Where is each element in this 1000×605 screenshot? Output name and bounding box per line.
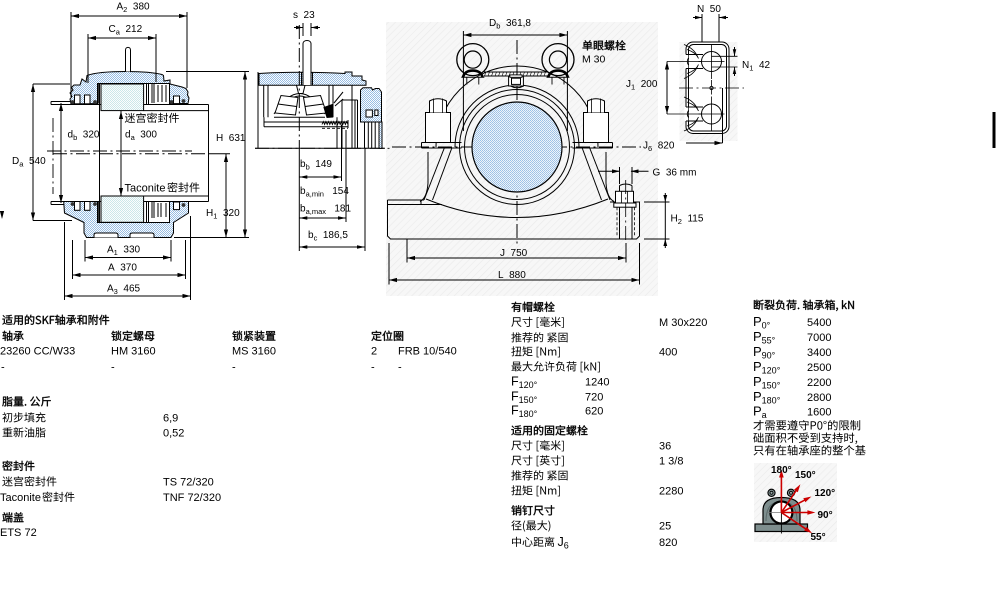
svg-text:bc 186,5: bc 186,5 bbox=[308, 230, 348, 243]
svg-text:ba,max 181: ba,max 181 bbox=[300, 204, 351, 217]
svg-text:620: 620 bbox=[585, 406, 603, 418]
svg-text:TNF 72/320: TNF 72/320 bbox=[163, 492, 221, 504]
svg-text:bb 149: bb 149 bbox=[300, 159, 332, 172]
svg-text:-: - bbox=[111, 362, 115, 374]
svg-text:da 300: da 300 bbox=[125, 130, 157, 143]
svg-text:Db 361,8: Db 361,8 bbox=[489, 18, 531, 31]
svg-text:2200: 2200 bbox=[807, 377, 831, 389]
svg-text:90°: 90° bbox=[818, 510, 833, 521]
svg-text:H1 320: H1 320 bbox=[206, 208, 240, 221]
svg-text:2800: 2800 bbox=[807, 392, 831, 404]
svg-text:Da 540: Da 540 bbox=[12, 156, 46, 169]
svg-text:1600: 1600 bbox=[807, 407, 831, 419]
svg-text:ba,min 154: ba,min 154 bbox=[300, 186, 349, 199]
svg-text:6,9: 6,9 bbox=[163, 413, 178, 425]
svg-text:MS 3160: MS 3160 bbox=[232, 346, 276, 358]
svg-text:A3 465: A3 465 bbox=[107, 284, 141, 297]
svg-text:A1 330: A1 330 bbox=[107, 245, 141, 258]
svg-text:3400: 3400 bbox=[807, 347, 831, 359]
svg-text:150°: 150° bbox=[795, 470, 816, 481]
svg-text:H2 115: H2 115 bbox=[671, 214, 704, 227]
svg-text:180°: 180° bbox=[771, 465, 792, 476]
svg-text:7000: 7000 bbox=[807, 332, 831, 344]
svg-text:A2 380: A2 380 bbox=[117, 2, 151, 15]
svg-text:s 23: s 23 bbox=[293, 10, 315, 21]
svg-text:0,52: 0,52 bbox=[163, 428, 184, 440]
svg-text:23260 CC/W33: 23260 CC/W33 bbox=[0, 346, 75, 358]
svg-text:TS 72/320: TS 72/320 bbox=[163, 477, 214, 489]
svg-text:120°: 120° bbox=[815, 488, 836, 499]
svg-text:25: 25 bbox=[659, 521, 671, 533]
svg-text:2: 2 bbox=[371, 346, 377, 358]
svg-text:A 370: A 370 bbox=[108, 263, 137, 274]
svg-text:J6: J6 bbox=[558, 535, 569, 551]
svg-text:2500: 2500 bbox=[807, 362, 831, 374]
svg-text:H 631: H 631 bbox=[216, 133, 246, 144]
svg-text:FRB 10/540: FRB 10/540 bbox=[398, 346, 457, 358]
svg-text:1240: 1240 bbox=[585, 377, 609, 389]
svg-text:M 30x220: M 30x220 bbox=[659, 317, 707, 329]
svg-text:M 30: M 30 bbox=[582, 54, 606, 66]
svg-text:J 750: J 750 bbox=[500, 248, 528, 259]
svg-text:400: 400 bbox=[659, 347, 677, 359]
svg-text:N1 42: N1 42 bbox=[742, 60, 771, 73]
svg-text:-: - bbox=[232, 362, 236, 374]
svg-text:Ca 212: Ca 212 bbox=[109, 24, 143, 37]
svg-text:36: 36 bbox=[659, 441, 671, 453]
svg-text:-: - bbox=[398, 362, 402, 374]
svg-text:N 50: N 50 bbox=[697, 4, 721, 15]
svg-text:-: - bbox=[371, 362, 375, 374]
svg-text:J6 820: J6 820 bbox=[643, 141, 675, 154]
svg-text:J1 200: J1 200 bbox=[626, 79, 658, 92]
svg-text:Taconite: Taconite bbox=[125, 183, 166, 195]
svg-text:55°: 55° bbox=[811, 532, 826, 543]
svg-text:2280: 2280 bbox=[659, 486, 683, 498]
svg-text:G 36 mm: G 36 mm bbox=[653, 168, 697, 179]
svg-text:ETS 72: ETS 72 bbox=[0, 527, 37, 539]
svg-text:Taconite: Taconite bbox=[0, 492, 41, 504]
svg-text:820: 820 bbox=[659, 537, 677, 549]
svg-text:5400: 5400 bbox=[807, 317, 831, 329]
svg-text:720: 720 bbox=[585, 392, 603, 404]
svg-text:db 320: db 320 bbox=[68, 130, 100, 143]
svg-text:L 880: L 880 bbox=[498, 270, 526, 281]
svg-text:-: - bbox=[1, 362, 5, 374]
svg-text:1 3/8: 1 3/8 bbox=[659, 456, 683, 468]
svg-text:HM 3160: HM 3160 bbox=[111, 346, 156, 358]
